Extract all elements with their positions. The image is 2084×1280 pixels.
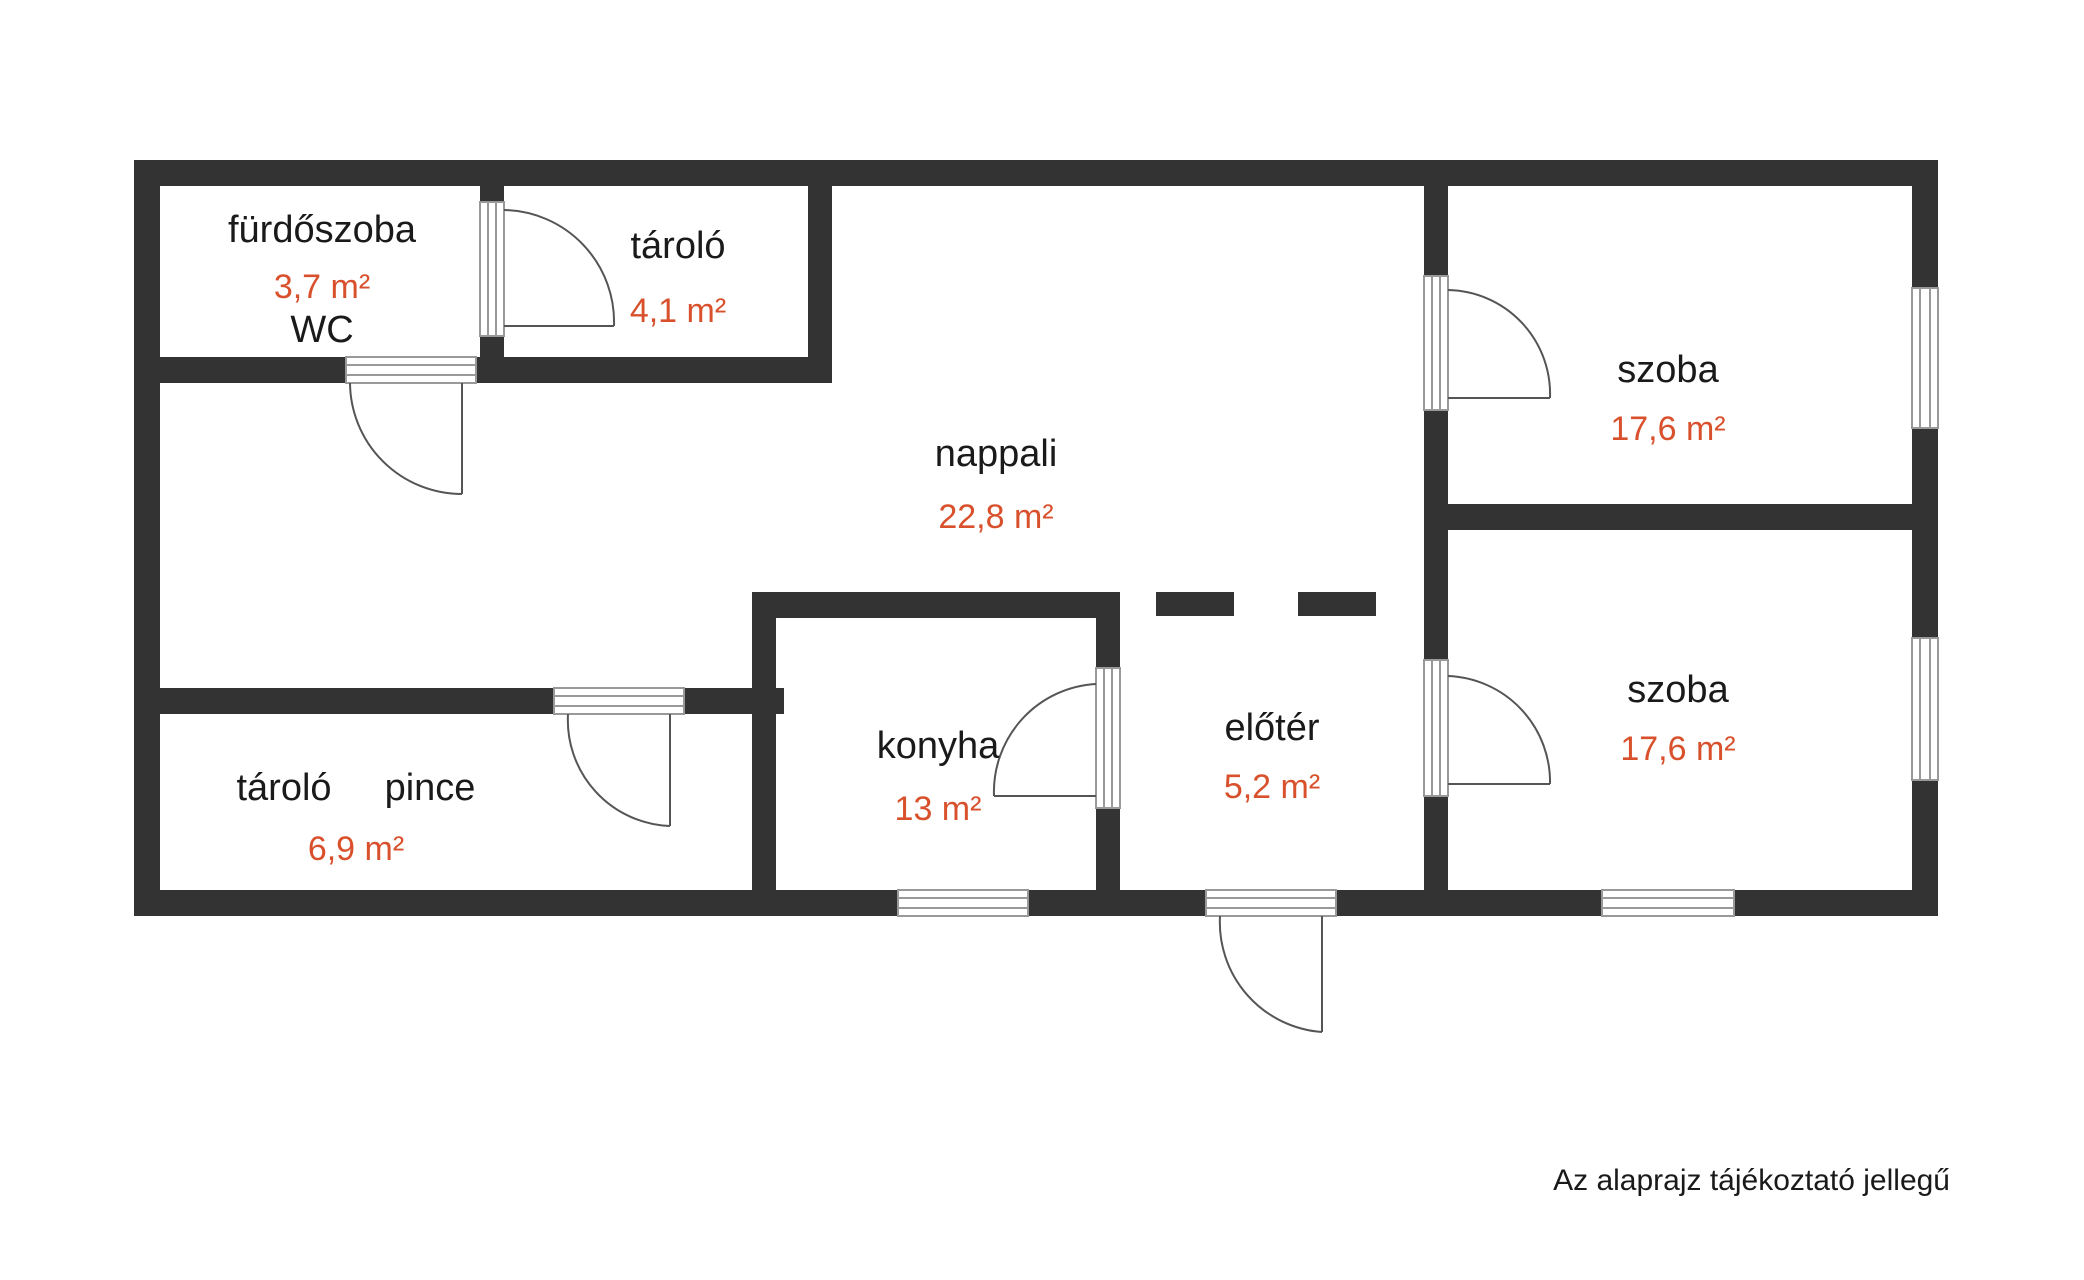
frame-kitchen-door [1095, 667, 1121, 809]
wall-kitchen-left [752, 592, 776, 916]
outer-wall-bottom-c [1336, 890, 1602, 916]
frame-entrance-door [1205, 889, 1337, 917]
wall-dash-2 [1298, 592, 1376, 616]
wall-kitchen-right-lower [1096, 808, 1120, 916]
room-labels: fürdőszoba 3,7 m² WC tároló 4,1 m² nappa… [228, 209, 1736, 868]
wall-between-bedrooms [1424, 504, 1938, 530]
room-name-tarolo: tároló [236, 767, 331, 809]
room-name-szoba-bottom: szoba [1627, 669, 1729, 711]
frame-bath-storage [479, 201, 505, 337]
room-extra-wc: WC [290, 309, 353, 351]
door-bathroom [349, 382, 463, 495]
room-name-tarolo-top: tároló [630, 225, 725, 267]
room-name-nappali: nappali [935, 433, 1058, 475]
disclaimer-note: Az alaprajz tájékoztató jellegű [1553, 1164, 1950, 1197]
wall-bath-bottom-right [476, 357, 832, 383]
wall-bath-bottom-left [134, 357, 346, 383]
wall-kitchen-top [752, 592, 1120, 618]
outer-wall-top [134, 160, 1938, 186]
wall-storage-right [808, 160, 832, 383]
frame-bedroom-top-door [1423, 275, 1449, 411]
room-area-tarolo-top: 4,1 m² [630, 292, 726, 330]
door-storage-top [503, 209, 616, 327]
frame-cellar-door [553, 687, 685, 715]
window-bedroom-top [1911, 287, 1939, 429]
wall-cellar-top-left [134, 688, 554, 714]
outer-wall-bottom-d [1734, 890, 1938, 916]
wall-right-partition-mid [1424, 410, 1448, 660]
room-area-tarolo-pince: 6,9 m² [308, 830, 404, 868]
room-area-szoba-top: 17,6 m² [1610, 410, 1725, 448]
room-name-pince: pince [385, 767, 476, 809]
frame-bedroom-bottom-door [1423, 659, 1449, 797]
room-area-konyha: 13 m² [895, 790, 982, 828]
door-swings [349, 209, 1552, 1033]
room-name-konyha: konyha [877, 725, 1000, 767]
window-kitchen [897, 889, 1029, 917]
room-name-eloter: előtér [1224, 707, 1319, 749]
room-area-eloter: 5,2 m² [1224, 768, 1320, 806]
door-bedroom-bottom [1447, 675, 1552, 785]
wall-bath-storage-upper [480, 160, 504, 202]
room-area-szoba-bottom: 17,6 m² [1620, 730, 1735, 768]
window-bedroom-bottom [1911, 637, 1939, 781]
window-bedroom-bottom-south [1601, 889, 1735, 917]
door-entrance [1218, 915, 1323, 1033]
frame-bath-bottom [345, 356, 477, 384]
openings [345, 201, 1939, 917]
wall-kitchen-right-upper [1096, 592, 1120, 668]
door-bedroom-top [1447, 289, 1552, 399]
room-area-furdoszoba: 3,7 m² [274, 268, 370, 306]
wall-bath-storage-lower [480, 336, 504, 383]
outer-wall-right-middle [1912, 428, 1938, 638]
wall-right-partition-bottom [1424, 796, 1448, 916]
room-name-szoba-top: szoba [1617, 349, 1719, 391]
room-area-nappali: 22,8 m² [938, 498, 1053, 536]
walls [134, 160, 1938, 916]
door-kitchen [992, 683, 1097, 797]
outer-wall-bottom-a [134, 890, 898, 916]
room-name-furdoszoba: fürdőszoba [228, 209, 417, 251]
outer-wall-right-upper [1912, 160, 1938, 288]
wall-right-partition-top [1424, 160, 1448, 276]
outer-wall-left [134, 160, 160, 916]
door-cellar [566, 713, 671, 827]
wall-dash-1 [1156, 592, 1234, 616]
